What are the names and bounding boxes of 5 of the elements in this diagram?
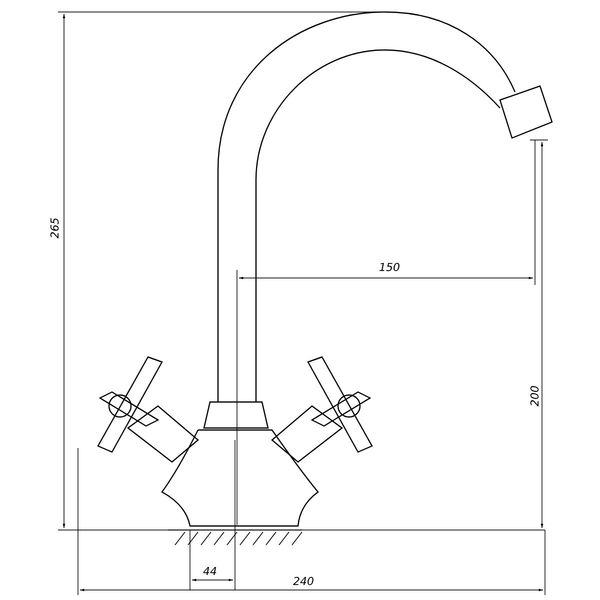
- dimension-label: 150: [378, 262, 401, 274]
- dimension-label: 200: [530, 384, 542, 408]
- dimension-label: 44: [202, 566, 218, 578]
- dimension-label: 265: [50, 216, 62, 240]
- dimension-label: 240: [292, 576, 315, 588]
